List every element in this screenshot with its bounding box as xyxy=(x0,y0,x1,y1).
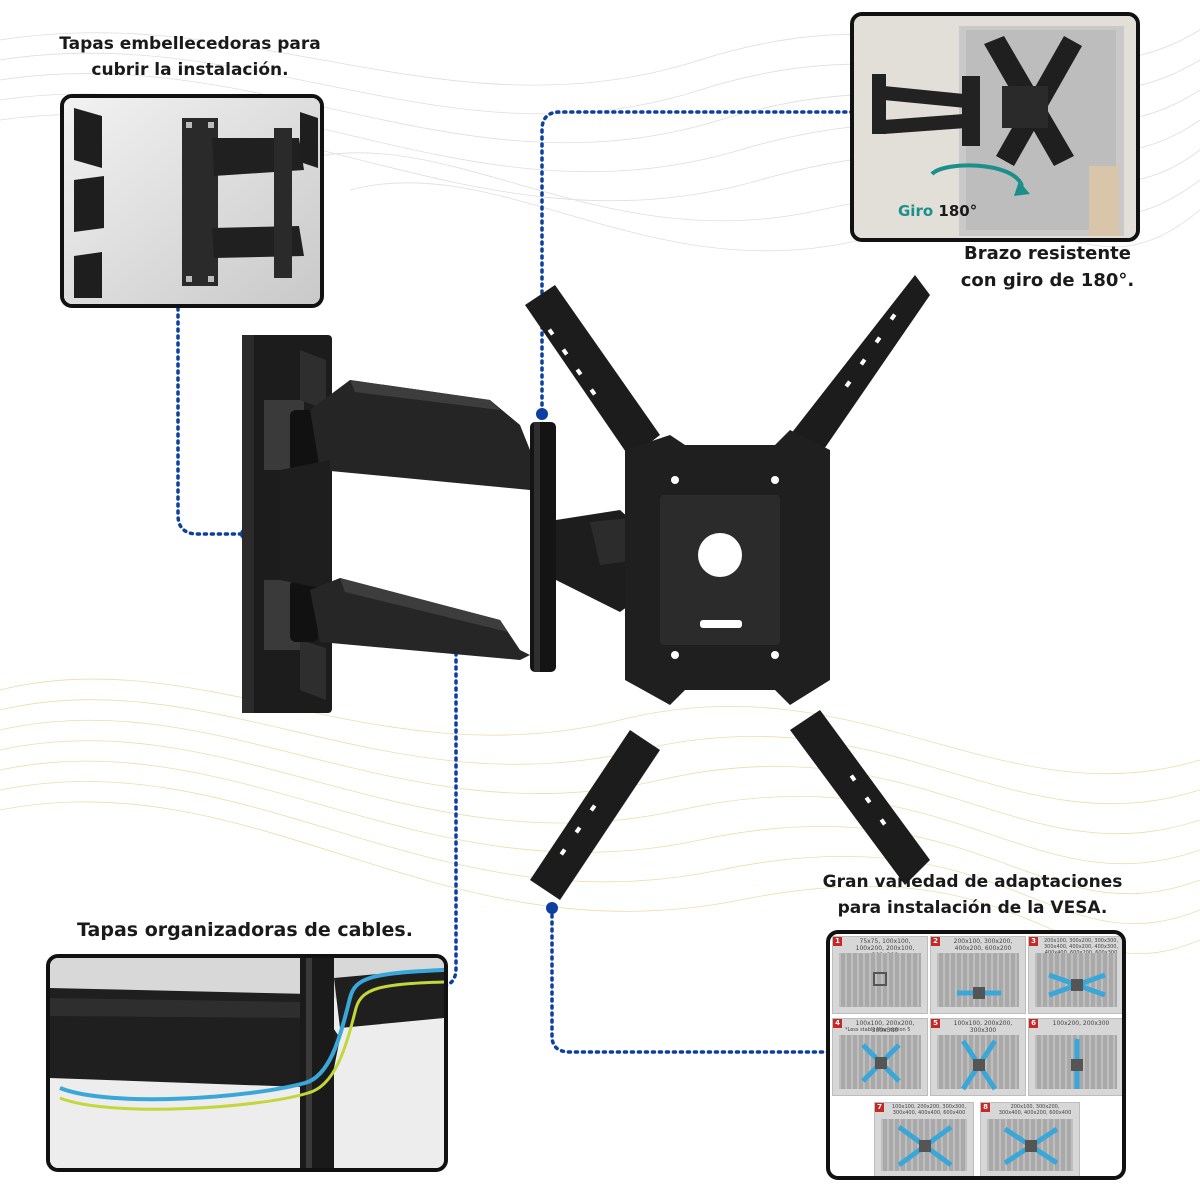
vesa-option-note: *Less stable than option 5 xyxy=(845,1027,911,1033)
covers-photo xyxy=(64,98,320,304)
vesa-option-3: 3 200x100, 300x200, 300x300, 300x400, 40… xyxy=(1028,936,1122,1014)
tv-back-icon xyxy=(881,1119,967,1171)
tv-back-icon xyxy=(1035,953,1117,1007)
vesa-option-6: 6 100x200, 200x300 xyxy=(1028,1018,1122,1096)
vesa-option-5: 5 100x100, 200x200, 300x300 xyxy=(930,1018,1026,1096)
tv-back-icon xyxy=(937,1035,1019,1091)
vesa-option-number: 4 xyxy=(833,1019,842,1028)
covers-detail-panel xyxy=(60,94,324,308)
vesa-option-sizes: 100x100, 200x200, 300x300 xyxy=(953,1020,1013,1034)
tv-back-icon xyxy=(839,1035,921,1089)
rotation-arrow-icon xyxy=(1014,181,1030,196)
vesa-option-sizes: 200x100, 300x200, 300x400, 400x200, 600x… xyxy=(998,1104,1072,1116)
connector-dot xyxy=(536,408,548,420)
cables-detail-panel xyxy=(46,954,448,1172)
rotation-value: 180° xyxy=(938,202,978,220)
tv-wall-mount-illustration xyxy=(242,275,930,900)
vesa-option-number: 6 xyxy=(1029,1019,1038,1028)
arm-caption: Brazo resistente con giro de 180°. xyxy=(960,243,1135,291)
cables-caption: Tapas organizadoras de cables. xyxy=(77,919,413,941)
cables-photo xyxy=(50,958,444,1168)
vesa-option-2: 2 200x100, 300x200, 400x200, 600x200 xyxy=(930,936,1026,1014)
rotation-label: Giro xyxy=(898,202,934,220)
vesa-option-number: 5 xyxy=(931,1019,940,1028)
vesa-option-sizes: 100x100, 200x200, 300x300, 300x400, 400x… xyxy=(891,1104,967,1116)
arm-rotation-panel: Giro 180° xyxy=(850,12,1140,242)
vesa-option-sizes: 100x200, 200x300 xyxy=(1052,1020,1110,1027)
vesa-option-sizes: 100x100, 200x200, 300x300 xyxy=(855,1020,915,1034)
vesa-option-number: 3 xyxy=(1029,937,1038,946)
tv-back-icon xyxy=(1035,1035,1117,1089)
vesa-option-number: 1 xyxy=(833,937,842,946)
tv-back-icon xyxy=(937,953,1019,1007)
vesa-caption: Gran variedad de adaptaciones para insta… xyxy=(822,872,1123,918)
rotation-badge: Giro 180° xyxy=(898,202,977,220)
vesa-option-7: 7 100x100, 200x200, 300x300, 300x400, 40… xyxy=(874,1102,974,1176)
tv-back-icon xyxy=(987,1119,1073,1171)
vesa-option-4: 4 100x100, 200x200, 300x300 *Less stable… xyxy=(832,1018,928,1096)
arm-rotation-photo xyxy=(854,16,1136,238)
vesa-option-8: 8 200x100, 300x200, 300x400, 400x200, 60… xyxy=(980,1102,1080,1176)
vesa-option-number: 8 xyxy=(981,1103,990,1112)
vesa-option-1: 1 75x75, 100x100, 100x200, 200x100, 200x… xyxy=(832,936,928,1014)
tv-back-icon xyxy=(839,953,921,1007)
vesa-option-number: 2 xyxy=(931,937,940,946)
vesa-option-number: 7 xyxy=(875,1103,884,1112)
vesa-option-sizes: 200x100, 300x200, 400x200, 600x200 xyxy=(953,938,1013,952)
covers-caption: Tapas embellecedoras para cubrir la inst… xyxy=(59,34,321,80)
connector-dot xyxy=(546,902,558,914)
vesa-options-panel: 1 75x75, 100x100, 100x200, 200x100, 200x… xyxy=(826,930,1126,1180)
